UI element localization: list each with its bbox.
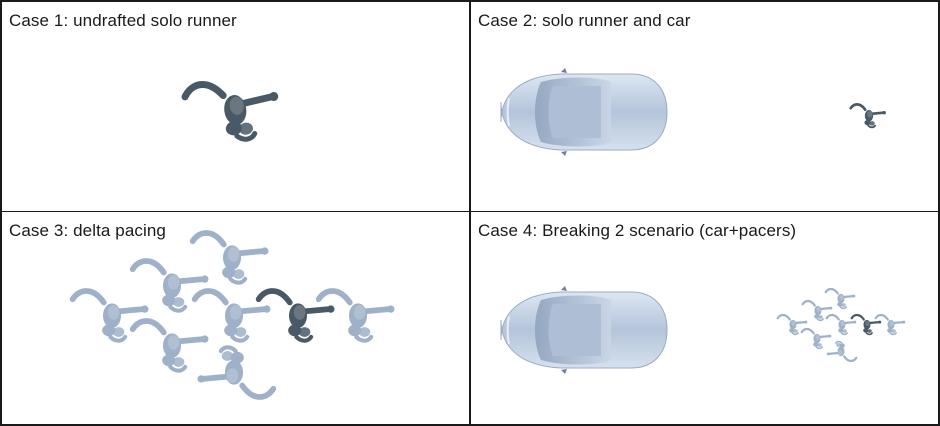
pacer-icon [133, 321, 209, 371]
pacer-icon [824, 287, 857, 310]
runner-icon [849, 103, 888, 129]
panel-case-4: Case 4: Breaking 2 scenario (car+pacers) [469, 211, 940, 426]
panel-case-3: Case 3: delta pacing [0, 211, 470, 426]
pacer-icon [874, 313, 907, 336]
panel-caption: Case 4: Breaking 2 scenario (car+pacers) [478, 221, 797, 240]
car-icon [500, 285, 668, 375]
car-icon [500, 67, 668, 157]
pacer-icon [319, 291, 395, 341]
case-2-scene [500, 67, 888, 157]
pacer-icon [193, 233, 269, 283]
case-4-scene [500, 285, 907, 375]
panel-case-1: Case 1: undrafted solo runner [0, 0, 470, 212]
runner-icon [184, 74, 284, 147]
runner-icon [259, 291, 335, 341]
case-3-scene [2, 212, 468, 423]
panel-caption: Case 3: delta pacing [9, 221, 166, 240]
pacer-icon [800, 327, 833, 350]
panel-case-2: Case 2: solo runner and car [469, 0, 940, 212]
pacer-icon [73, 291, 149, 341]
pacer-icon [198, 347, 274, 397]
case-1-scene [2, 2, 468, 211]
pacer-icon [825, 340, 858, 363]
pacer-icon [133, 261, 209, 311]
panel-caption: Case 2: solo runner and car [478, 11, 691, 30]
panel-caption: Case 1: undrafted solo runner [9, 11, 237, 30]
